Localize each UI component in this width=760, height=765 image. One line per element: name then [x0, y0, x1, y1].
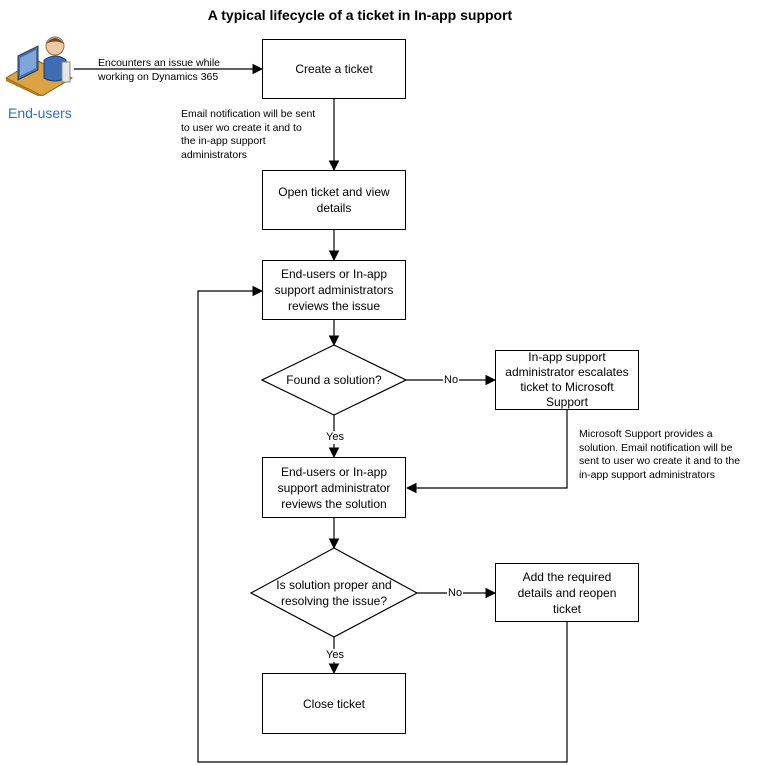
step-escalate: In-app support administrator escalates t… — [495, 350, 639, 410]
decision-found-solution-shape — [260, 344, 408, 416]
label-yes-found: Yes — [325, 431, 345, 444]
decision-found-solution: Found a solution? — [286, 373, 382, 387]
note-microsoft-solution: Microsoft Support provides a solution. E… — [579, 428, 741, 481]
step-review-solution: End-users or In-app support administrato… — [262, 457, 406, 518]
diagram-title: A typical lifecycle of a ticket in In-ap… — [207, 7, 513, 23]
note-encounter-issue: Encounters an issue while working on Dyn… — [98, 57, 220, 83]
step-open-ticket: Open ticket and view details — [262, 170, 406, 230]
label-yes-close: Yes — [325, 649, 345, 662]
user-at-computer-icon — [4, 26, 74, 98]
label-no-escalate: No — [443, 374, 460, 387]
note-email-on-create: Email notification will be sent to user … — [181, 108, 316, 161]
label-no-add-details: No — [447, 587, 464, 600]
decision-is-proper-shape — [249, 547, 419, 638]
actor-label: End-users — [8, 105, 72, 121]
step-close-ticket: Close ticket — [262, 673, 406, 734]
decision-is-proper: Is solution proper and resolving the iss… — [276, 578, 392, 608]
step-add-details: Add the required details and reopen tick… — [495, 563, 639, 622]
step-review-issue: End-users or In-app support administrato… — [262, 260, 406, 320]
step-create-ticket: Create a ticket — [262, 39, 406, 99]
